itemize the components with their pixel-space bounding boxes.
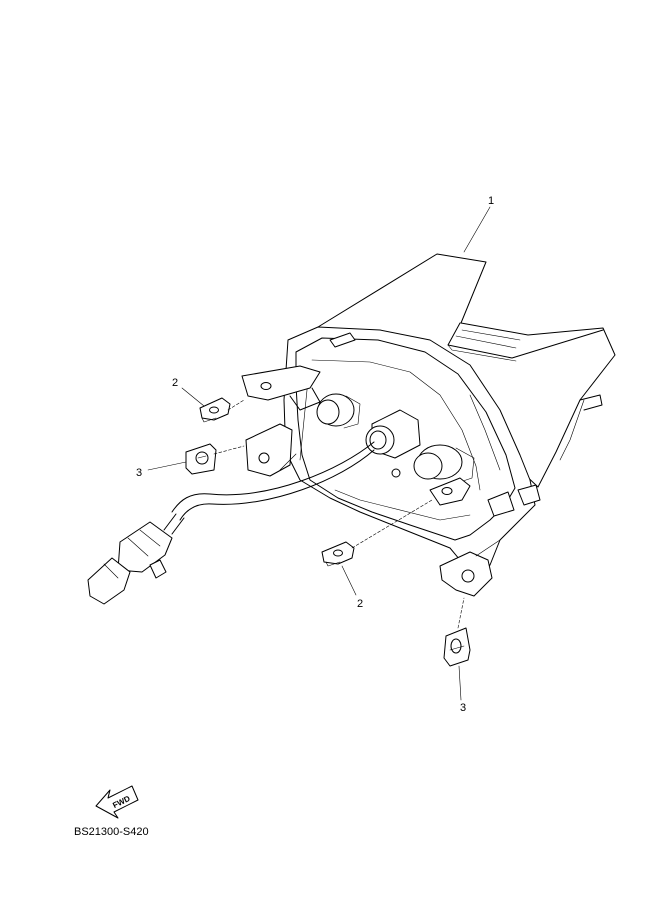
clip-nut-3-upper — [185, 443, 217, 475]
callout-3-upper: 3 — [136, 467, 142, 479]
callout-2-upper: 2 — [172, 377, 178, 389]
drawing-code: BS21300-S420 — [74, 826, 149, 838]
bulb-socket-right — [413, 444, 475, 485]
bulb-socket-left — [316, 393, 361, 429]
fwd-arrow-icon: FWD — [95, 785, 139, 819]
clip-nut-2-lower — [321, 541, 355, 567]
callout-1: 1 — [488, 195, 494, 207]
wire-connector — [87, 521, 173, 605]
callout-3-lower: 3 — [460, 702, 466, 714]
bulb-socket-center — [365, 409, 421, 478]
leader-lines — [147, 206, 491, 701]
tail-light-assembly — [87, 253, 616, 605]
clip-nut-2-upper — [199, 397, 231, 423]
clip-nut-3-lower — [443, 627, 471, 667]
callout-2-lower: 2 — [357, 598, 363, 610]
